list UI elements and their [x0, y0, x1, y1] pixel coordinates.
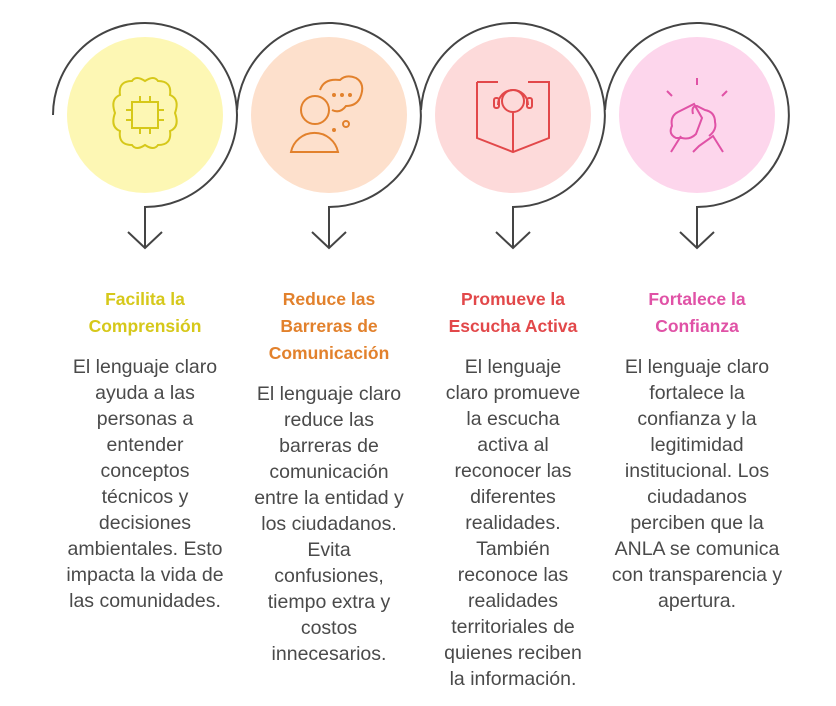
- handshake-icon: [666, 78, 728, 153]
- book-headphones-icon: [476, 81, 550, 154]
- step-3-description: El lenguaje claro promueve la escucha ac…: [444, 356, 582, 690]
- step-2-text: Reduce las Barreras de Comunicación El l…: [237, 286, 421, 667]
- step-4-arc-arrow: [604, 22, 790, 250]
- step-1-circle: [67, 37, 223, 193]
- step-1-title: Facilita la Comprensión: [88, 289, 202, 336]
- step-2-description: El lenguaje claro reduce las barreras de…: [254, 383, 404, 665]
- step-3-arc-arrow: [420, 22, 606, 250]
- step-2-graphic: [236, 22, 422, 250]
- step-4-title: Fortalece la Confianza: [648, 289, 746, 336]
- step-2-arc-arrow: [236, 22, 422, 250]
- step-1-description: El lenguaje claro ayuda a las personas a…: [66, 356, 224, 612]
- step-3-text: Promueve la Escucha Activa El lenguaje c…: [421, 286, 605, 692]
- step-1-graphic: [52, 22, 238, 250]
- step-4-description: El lenguaje claro fortalece la confianza…: [611, 356, 783, 612]
- person-thought-bubble-icon: [289, 75, 364, 153]
- step-1-arc-arrow: [52, 22, 238, 250]
- step-4-text: Fortalece la Confianza El lenguaje claro…: [605, 286, 789, 614]
- brain-chip-icon: [112, 77, 178, 149]
- step-3-title: Promueve la Escucha Activa: [448, 289, 578, 336]
- step-1-text: Facilita la Comprensión El lenguaje clar…: [53, 286, 237, 614]
- step-2-title: Reduce las Barreras de Comunicación: [268, 289, 390, 363]
- step-3-graphic: [420, 22, 606, 250]
- step-4-graphic: [604, 22, 790, 250]
- step-4-circle: [619, 37, 775, 193]
